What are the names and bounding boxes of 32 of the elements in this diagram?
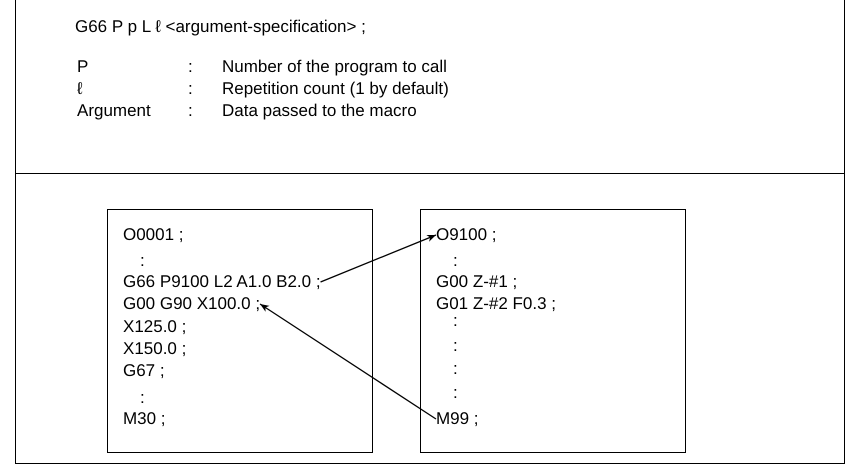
continuation-dots: : bbox=[453, 336, 458, 356]
program-line: X150.0 ; bbox=[123, 339, 186, 359]
program-line: O9100 ; bbox=[436, 225, 496, 245]
program-line: X125.0 ; bbox=[123, 317, 186, 337]
parameter-description: Repetition count (1 by default) bbox=[222, 79, 449, 99]
continuation-dots: : bbox=[453, 311, 458, 331]
arrow bbox=[260, 303, 436, 420]
command-format: G66 P p L ℓ <argument-specification> ; bbox=[75, 17, 366, 37]
separator-colon: : bbox=[188, 57, 194, 77]
separator-colon: : bbox=[188, 79, 194, 99]
program-line: M99 ; bbox=[436, 409, 479, 429]
continuation-dots: : bbox=[453, 251, 458, 271]
parameter-description: Number of the program to call bbox=[222, 57, 448, 77]
parameter-name: ℓ bbox=[77, 79, 84, 99]
parameter-name: Argument bbox=[77, 101, 152, 121]
parameter-description: Data passed to the macro bbox=[222, 101, 418, 121]
program-line: G67 ; bbox=[123, 361, 165, 381]
program-line: G01 Z-#2 F0.3 ; bbox=[436, 294, 556, 314]
continuation-dots: : bbox=[140, 251, 145, 271]
program-line: G00 G90 X100.0 ; bbox=[123, 294, 260, 314]
continuation-dots: : bbox=[140, 388, 145, 408]
program-line: G00 Z-#1 ; bbox=[436, 272, 518, 292]
separator-colon: : bbox=[188, 101, 194, 121]
program-box bbox=[107, 209, 373, 453]
arrow bbox=[320, 234, 436, 283]
program-line: O0001 ; bbox=[123, 225, 184, 245]
program-box bbox=[420, 209, 686, 453]
continuation-dots: : bbox=[453, 383, 458, 403]
parameter-name: P bbox=[77, 57, 90, 77]
continuation-dots: : bbox=[453, 359, 458, 379]
program-line: M30 ; bbox=[123, 409, 166, 429]
program-line: G66 P9100 L2 A1.0 B2.0 ; bbox=[123, 272, 321, 292]
